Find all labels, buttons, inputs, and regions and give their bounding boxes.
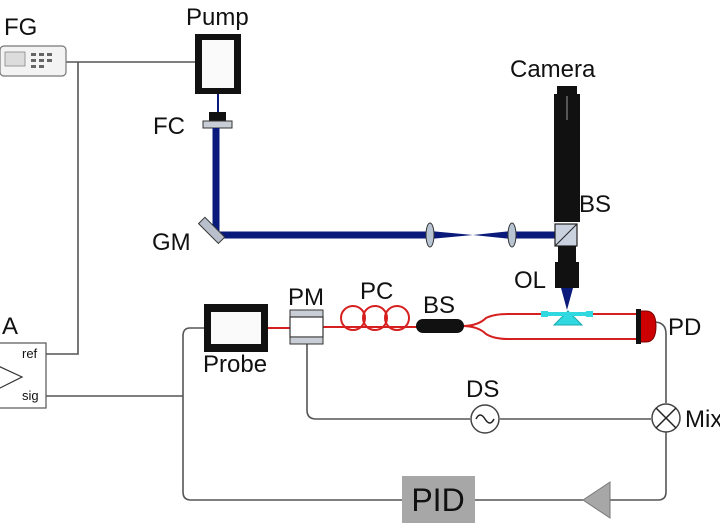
ol-label: OL [514,267,546,294]
bs-fiber-label: BS [423,292,455,319]
probe-laser [204,304,268,352]
wire-pd-to-mixer [653,321,667,403]
mixer-cross-icon [651,403,681,433]
sine-wave-icon [470,404,500,434]
lock-in-amplifier [0,342,47,409]
wire-fg-to-lia-ref [46,62,79,355]
lia-ref-label: ref [22,346,38,361]
lens-1 [425,222,435,248]
pid-label: PID [411,482,464,518]
fiber-path [268,305,638,340]
pump-label: Pump [186,4,249,31]
phase-modulator [289,309,324,345]
lens-2 [507,222,517,248]
wire-pm-to-ds [306,340,470,420]
function-generator-icon [0,45,67,77]
fc-label: FC [153,113,185,140]
wire-amp-to-mixer [610,432,667,501]
fg-label: FG [4,14,37,41]
beam-splitter-cube [554,223,578,247]
probe-label: Probe [203,351,267,378]
pid-controller [402,476,475,523]
objective-lens [555,246,579,310]
pump-laser [195,34,241,116]
lia-label: LIA [0,313,18,340]
triangle-amplifier-icon [582,481,611,519]
gm-label: GM [152,229,191,256]
camera-label: Camera [510,56,596,83]
galvo-mirror [197,216,226,245]
camera-column [554,86,580,222]
fiber-coupler [202,112,233,129]
lia-sig-label: sig [22,388,39,403]
sample-chip [541,310,593,326]
pd-label: PD [668,314,701,341]
electrical-wiring [38,61,667,501]
mixer-label: Mixer [685,406,720,433]
fiber-beam-splitter [416,319,464,333]
ds-label: DS [466,376,499,403]
free-space-beam [212,128,557,239]
photodiode [636,309,657,344]
pc-label: PC [360,278,393,305]
wire-probe-loop [182,327,402,501]
pm-label: PM [288,284,324,311]
bs-top-label: BS [579,191,611,218]
